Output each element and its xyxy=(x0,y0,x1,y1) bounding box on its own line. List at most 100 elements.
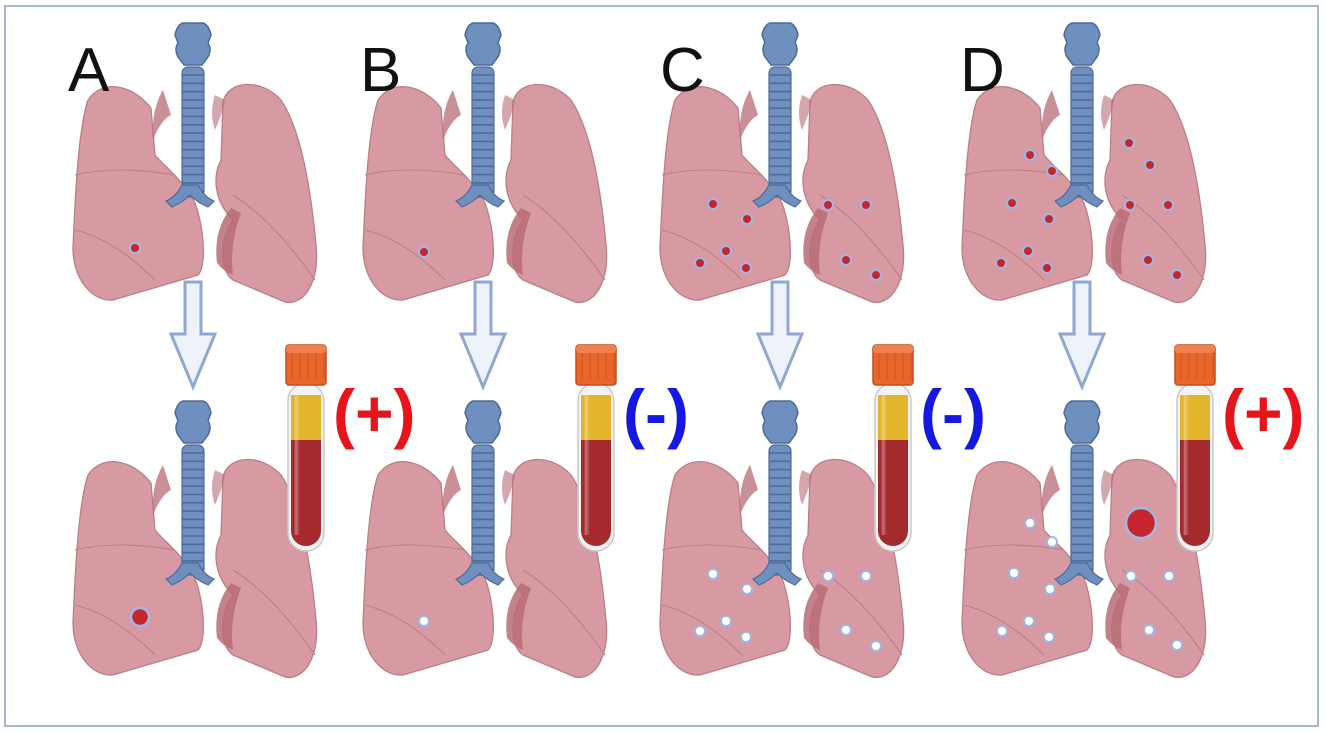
trachea-tube xyxy=(1070,444,1094,576)
lung-fissure xyxy=(963,229,1045,281)
tube-highlight xyxy=(881,395,887,535)
nodule xyxy=(129,242,141,254)
lung-shade xyxy=(502,470,515,505)
bronchi xyxy=(164,184,216,208)
cleared-nodule xyxy=(418,615,430,627)
lungs-before xyxy=(362,22,608,303)
lung-shade xyxy=(739,465,758,515)
blood-sample-tube xyxy=(285,344,327,552)
cleared-nodule xyxy=(1024,517,1036,529)
lungs-after xyxy=(659,400,905,678)
larynx xyxy=(464,22,502,66)
trachea xyxy=(1053,400,1105,586)
cap-top xyxy=(286,345,326,353)
larynx xyxy=(464,400,502,444)
cleared-nodule xyxy=(1023,615,1035,627)
cleared-nodule xyxy=(822,570,834,582)
nodule xyxy=(995,257,1007,269)
bronchi xyxy=(751,562,803,586)
lung-fissure xyxy=(74,169,176,176)
bronchi xyxy=(1053,184,1105,208)
lung-shade xyxy=(1101,470,1114,505)
lung-shade xyxy=(506,208,531,275)
larynx xyxy=(761,22,799,66)
lungs xyxy=(659,83,905,303)
grown-nodule xyxy=(1124,506,1158,540)
cleared-nodule xyxy=(1125,570,1137,582)
lung-fissure xyxy=(963,544,1065,551)
lung-shade xyxy=(212,95,225,130)
lung-shade xyxy=(1105,208,1130,275)
panel-c xyxy=(659,22,914,678)
cap-top xyxy=(576,345,616,353)
lung-fissure xyxy=(661,169,763,176)
lung-fissure xyxy=(232,569,316,656)
panel-a xyxy=(72,22,327,678)
lung-shade xyxy=(502,95,515,130)
nodule xyxy=(418,246,430,258)
nodule xyxy=(707,198,719,210)
cap-top xyxy=(1175,345,1215,353)
cleared-nodule xyxy=(996,625,1008,637)
lungs-after xyxy=(961,400,1207,678)
larynx xyxy=(174,400,212,444)
lung-fissure xyxy=(522,569,606,656)
lung-shade xyxy=(803,583,828,650)
panel-b xyxy=(362,22,617,678)
nodule xyxy=(1041,262,1053,274)
lung-fissure xyxy=(661,604,743,656)
lung-shade xyxy=(216,583,241,650)
nodule xyxy=(860,199,872,211)
tube-highlight xyxy=(294,395,300,535)
down-arrow xyxy=(1057,280,1107,391)
lungs-before xyxy=(659,22,905,303)
cleared-nodule xyxy=(840,624,852,636)
nodule xyxy=(1024,149,1036,161)
trachea-tube xyxy=(768,66,792,198)
down-arrow xyxy=(168,280,218,391)
nodule xyxy=(870,269,882,281)
ctdna-result: (-) xyxy=(623,376,689,450)
lung-shade xyxy=(799,95,812,130)
blood-sample-tube xyxy=(575,344,617,552)
cleared-nodule xyxy=(740,631,752,643)
lungs-before xyxy=(961,22,1207,303)
nodule xyxy=(1162,199,1174,211)
lung-fissure xyxy=(661,544,763,551)
trachea xyxy=(164,400,216,586)
panel-label: B xyxy=(360,36,402,105)
larynx xyxy=(1063,22,1101,66)
lung-shade xyxy=(212,470,225,505)
larynx xyxy=(1063,400,1101,444)
trachea xyxy=(751,400,803,586)
nodule xyxy=(694,257,706,269)
lung-fissure xyxy=(963,604,1045,656)
nodule xyxy=(1006,197,1018,209)
lung-shade xyxy=(442,90,461,140)
cleared-nodule xyxy=(1046,536,1058,548)
trachea-tube xyxy=(181,444,205,576)
nodule xyxy=(1142,254,1154,266)
blood-sample-tube xyxy=(1174,344,1216,552)
larynx xyxy=(761,400,799,444)
trachea-tube xyxy=(181,66,205,198)
lungs-before xyxy=(72,22,318,303)
nodule xyxy=(1043,213,1055,225)
lung-fissure xyxy=(74,544,176,551)
nodule xyxy=(741,213,753,225)
nodule xyxy=(1046,165,1058,177)
lung-shade xyxy=(803,208,828,275)
down-arrow xyxy=(755,280,805,391)
panel-label: A xyxy=(68,36,110,105)
cleared-nodule xyxy=(1143,624,1155,636)
cleared-nodule xyxy=(1043,631,1055,643)
lungs-after xyxy=(72,400,318,678)
lung-shade xyxy=(1041,465,1060,515)
lung-fissure xyxy=(364,544,466,551)
bronchi xyxy=(751,184,803,208)
cleared-nodule xyxy=(870,640,882,652)
lung-shade xyxy=(152,90,171,140)
lung-shade xyxy=(1041,90,1060,140)
nodule xyxy=(822,199,834,211)
